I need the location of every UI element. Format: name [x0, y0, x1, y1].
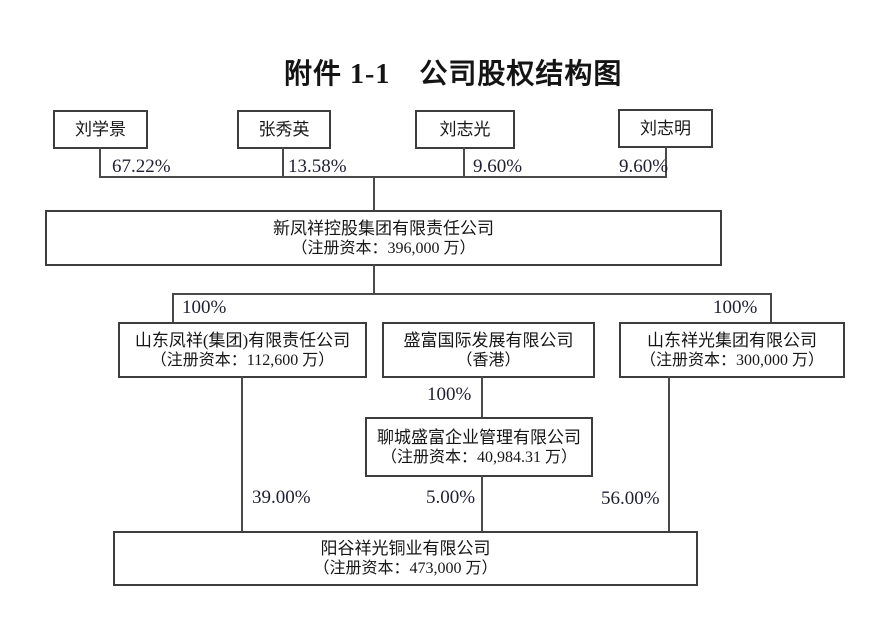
pct-liu-xuejing: 67.22% — [112, 156, 171, 177]
pct-liaocheng-in-copper: 5.00% — [426, 487, 476, 508]
connector-liaocheng-to-copper — [481, 475, 483, 533]
node-shandong-fengxiang: 山东凤祥(集团)有限责任公司 （注册资本：112,600 万） — [118, 322, 367, 378]
pct-fengxiang-in-copper: 39.00% — [252, 487, 311, 508]
connector-to-fengxiang — [172, 293, 174, 324]
node-label: 山东祥光集团有限公司 — [647, 330, 817, 350]
connector-holding-drop — [373, 264, 375, 295]
node-capital: （注册资本：112,600 万） — [150, 351, 335, 369]
connector-zhang-xiuying-drop — [282, 147, 284, 178]
connector-shareholders-bus — [99, 176, 667, 178]
node-yanggu-xiangguang-copper: 阳谷祥光铜业有限公司 （注册资本：473,000 万） — [113, 531, 698, 586]
node-xinfengxiang-holding: 新凤祥控股集团有限责任公司 （注册资本：396,000 万） — [45, 210, 722, 266]
node-label: 新凤祥控股集团有限责任公司 — [273, 218, 494, 238]
chart-title: 附件 1-1 公司股权结构图 — [284, 59, 623, 90]
connector-liu-xuejing-drop — [99, 147, 101, 178]
node-label: 盛富国际发展有限公司 — [403, 330, 574, 350]
node-label: 山东凤祥(集团)有限责任公司 — [134, 330, 351, 350]
connector-shengfu-to-liaocheng — [481, 376, 483, 419]
connector-liu-zhiming-drop — [665, 146, 667, 178]
connector-liu-zhiguang-drop — [463, 147, 465, 178]
node-location: （香港） — [456, 351, 521, 369]
pct-liu-zhiguang: 9.60% — [473, 156, 523, 177]
connector-fengxiang-to-copper — [241, 376, 243, 533]
node-liu-zhiming: 刘志明 — [618, 109, 713, 148]
connector-bus-to-holding — [373, 176, 375, 212]
node-shandong-xiangguang-group: 山东祥光集团有限公司 （注册资本：300,000 万） — [619, 322, 845, 378]
node-liu-zhiguang: 刘志光 — [415, 110, 515, 149]
connector-to-xiangguang — [770, 293, 772, 324]
pct-liu-zhiming: 9.60% — [619, 156, 669, 177]
node-zhang-xiuying: 张秀英 — [237, 110, 331, 149]
node-capital: （注册资本：473,000 万） — [313, 560, 498, 577]
connector-xiangguang-to-copper — [668, 376, 670, 533]
pct-holding-to-xiangguang: 100% — [713, 297, 758, 318]
node-capital: （注册资本：396,000 万） — [291, 239, 476, 257]
node-label: 刘志光 — [439, 120, 491, 139]
node-label: 刘学景 — [75, 120, 126, 139]
pct-shengfu-to-liaocheng: 100% — [427, 384, 472, 405]
node-label: 刘志明 — [640, 119, 691, 138]
node-liaocheng-shengfu: 聊城盛富企业管理有限公司 （注册资本：40,984.31 万） — [365, 417, 593, 477]
node-label: 聊城盛富企业管理有限公司 — [377, 427, 581, 447]
node-liu-xuejing: 刘学景 — [53, 110, 148, 149]
pct-holding-to-fengxiang: 100% — [182, 297, 227, 318]
node-capital: （注册资本：300,000 万） — [639, 351, 824, 369]
pct-zhang-xiuying: 13.58% — [288, 156, 347, 177]
node-label: 阳谷祥光铜业有限公司 — [320, 539, 491, 558]
node-capital: （注册资本：40,984.31 万） — [380, 448, 577, 466]
connector-subsidiaries-bus — [172, 293, 772, 295]
pct-xiangguang-in-copper: 56.00% — [601, 488, 660, 509]
node-shengfu-international: 盛富国际发展有限公司 （香港） — [382, 322, 595, 378]
node-label: 张秀英 — [258, 120, 310, 139]
